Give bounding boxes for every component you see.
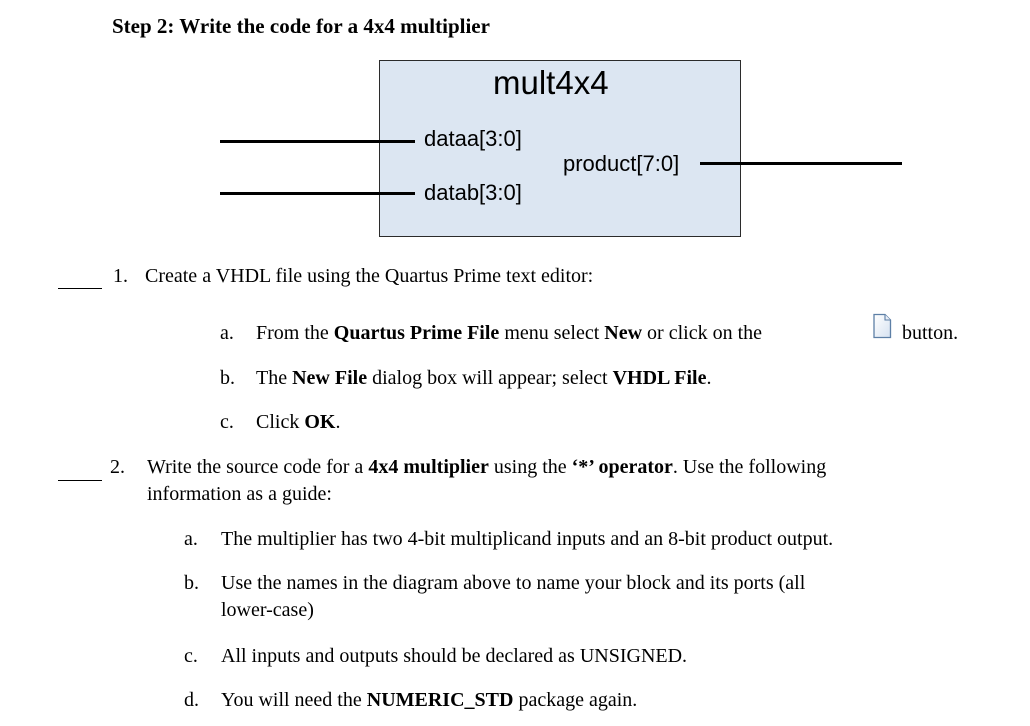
task-2b-marker: b. — [184, 572, 199, 594]
task-2b-line-1: Use the names in the diagram above to na… — [221, 572, 806, 594]
task-2c-text: All inputs and outputs should be declare… — [221, 645, 688, 667]
checkbox-blank-2 — [58, 480, 102, 481]
port-datab: datab[3:0] — [424, 180, 522, 205]
task-1c-text: Click OK. — [256, 411, 341, 433]
task-1b-marker: b. — [220, 367, 235, 389]
task-2d-marker: d. — [184, 689, 199, 711]
port-product: product[7:0] — [563, 151, 680, 176]
task-2-line-1: Write the source code for a 4x4 multipli… — [147, 456, 827, 478]
new-file-icon — [873, 313, 892, 339]
task-1a-text: From the Quartus Prime File menu select … — [256, 322, 763, 344]
task-2c-marker: c. — [184, 645, 198, 667]
task-1-text: Create a VHDL file using the Quartus Pri… — [145, 265, 594, 287]
checkbox-blank-1 — [58, 288, 102, 289]
task-2a-text: The multiplier has two 4-bit multiplican… — [221, 528, 834, 550]
task-1c-marker: c. — [220, 411, 234, 433]
task-2d-text: You will need the NUMERIC_STD package ag… — [221, 689, 638, 711]
task-1a-button-word: button. — [902, 322, 959, 344]
task-1a-marker: a. — [220, 322, 234, 344]
task-2-line-2: information as a guide: — [147, 483, 332, 505]
task-1b-text: The New File dialog box will appear; sel… — [256, 367, 712, 389]
port-dataa: dataa[3:0] — [424, 126, 522, 151]
step-heading: Step 2: Write the code for a 4x4 multipl… — [112, 14, 490, 38]
block-box — [379, 60, 741, 237]
output-wire-product — [700, 162, 902, 165]
task-2b-line-2: lower-case) — [221, 599, 314, 621]
input-wire-dataa — [220, 140, 415, 143]
block-name: mult4x4 — [493, 64, 609, 101]
task-1-number: 1. — [113, 265, 128, 287]
task-2-number: 2. — [110, 456, 125, 478]
task-2a-marker: a. — [184, 528, 198, 550]
input-wire-datab — [220, 192, 415, 195]
